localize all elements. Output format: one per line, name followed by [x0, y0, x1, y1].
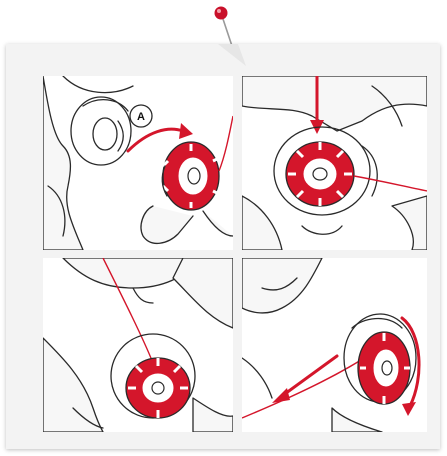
step-2-panel [242, 76, 427, 250]
step-3-panel [43, 258, 233, 432]
bobbin-case-icon [71, 97, 131, 165]
bobbin-icon [358, 332, 410, 404]
instruction-card: A [6, 44, 440, 449]
step-1-panel: A [43, 76, 233, 250]
label-a: A [137, 111, 145, 123]
bobbin-icon [126, 358, 190, 418]
bobbin-icon [162, 142, 219, 210]
card-fold [218, 40, 268, 70]
bobbin-icon [286, 142, 354, 206]
step-4-panel [242, 258, 427, 432]
